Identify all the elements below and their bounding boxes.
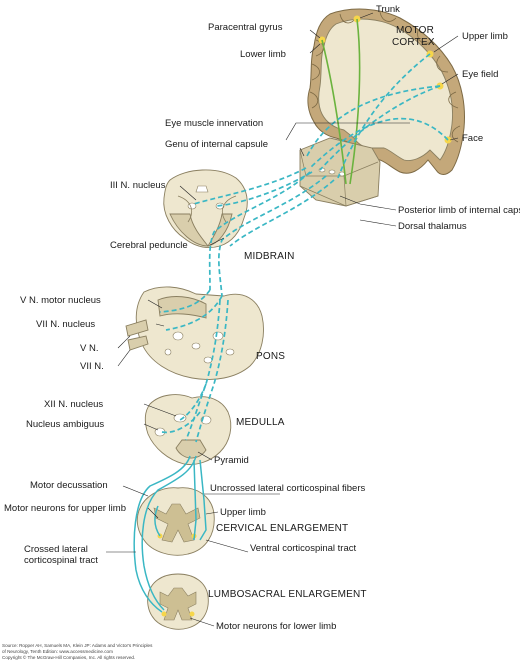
motor-cortex-section bbox=[307, 8, 465, 175]
label-cervical-enlargement: CERVICAL ENLARGEMENT bbox=[216, 523, 348, 534]
lower-limb-fiber bbox=[321, 39, 347, 185]
label-vii-n-nucleus: VII N. nucleus bbox=[36, 319, 95, 330]
cervical-cord-section bbox=[136, 487, 215, 556]
source-line-3: Copyright © The McGraw-Hill Companies, I… bbox=[2, 654, 135, 660]
label-face: Face bbox=[462, 133, 483, 144]
label-medulla: MEDULLA bbox=[236, 417, 285, 428]
label-genu-internal-capsule: Genu of internal capsule bbox=[165, 139, 268, 150]
label-v-n-motor-nucleus: V N. motor nucleus bbox=[20, 295, 101, 306]
labels: Trunk Paracentral gyrus MOTOR CORTEX Low… bbox=[4, 4, 520, 632]
label-dorsal-thalamus: Dorsal thalamus bbox=[398, 221, 467, 232]
label-lower-limb: Lower limb bbox=[240, 49, 286, 60]
label-vii-n: VII N. bbox=[80, 361, 104, 372]
label-iii-n-nucleus: III N. nucleus bbox=[110, 180, 166, 191]
label-upper-limb-cortex: Upper limb bbox=[462, 31, 508, 42]
label-motor-cortex-2: CORTEX bbox=[392, 37, 435, 48]
label-trunk: Trunk bbox=[376, 4, 400, 15]
midbrain-section bbox=[163, 169, 248, 249]
label-paracentral-gyrus: Paracentral gyrus bbox=[208, 22, 283, 33]
label-midbrain: MIDBRAIN bbox=[244, 251, 295, 262]
label-crossed-lateral-2: corticospinal tract bbox=[24, 555, 98, 566]
trunk-fiber bbox=[349, 18, 361, 185]
eye-field-fiber bbox=[319, 85, 441, 171]
label-posterior-limb: Posterior limb of internal capsule bbox=[398, 205, 520, 216]
label-xii-n-nucleus: XII N. nucleus bbox=[44, 399, 103, 410]
label-motor-cortex-1: MOTOR bbox=[396, 25, 434, 36]
label-nucleus-ambiguus: Nucleus ambiguus bbox=[26, 419, 104, 430]
leader-lines bbox=[106, 12, 459, 627]
lumbosacral-cord-section bbox=[147, 573, 209, 630]
label-upper-limb-cord: Upper limb bbox=[220, 507, 266, 518]
label-pyramid: Pyramid bbox=[214, 455, 249, 466]
corticospinal-tracts bbox=[133, 18, 449, 613]
pons-section bbox=[125, 286, 264, 380]
label-motor-neurons-lower: Motor neurons for lower limb bbox=[216, 621, 336, 632]
eye-muscle-fiber bbox=[305, 85, 441, 159]
label-crossed-lateral-1: Crossed lateral bbox=[24, 544, 88, 555]
label-pons: PONS bbox=[256, 351, 285, 362]
source-credit: Source: Ropper AH, Samuels MA, Klein JP:… bbox=[2, 643, 153, 660]
medulla-section bbox=[144, 394, 232, 465]
source-line-2: of Neurology, Tenth Edition: www.accessm… bbox=[2, 649, 113, 654]
label-eye-muscle-innervation: Eye muscle innervation bbox=[165, 118, 263, 129]
source-line-1: Source: Ropper AH, Samuels MA, Klein JP:… bbox=[2, 643, 153, 648]
label-uncrossed-lateral: Uncrossed lateral corticospinal fibers bbox=[210, 483, 365, 494]
label-motor-decussation: Motor decussation bbox=[30, 480, 108, 491]
label-ventral-corticospinal: Ventral corticospinal tract bbox=[250, 543, 356, 554]
face-fiber bbox=[309, 117, 449, 169]
label-lumbosacral-enlargement: LUMBOSACRAL ENLARGEMENT bbox=[208, 589, 367, 600]
label-motor-neurons-upper: Motor neurons for upper limb bbox=[4, 503, 126, 514]
label-v-n: V N. bbox=[80, 343, 98, 354]
label-eye-field: Eye field bbox=[462, 69, 498, 80]
label-cerebral-peduncle: Cerebral peduncle bbox=[110, 240, 188, 251]
